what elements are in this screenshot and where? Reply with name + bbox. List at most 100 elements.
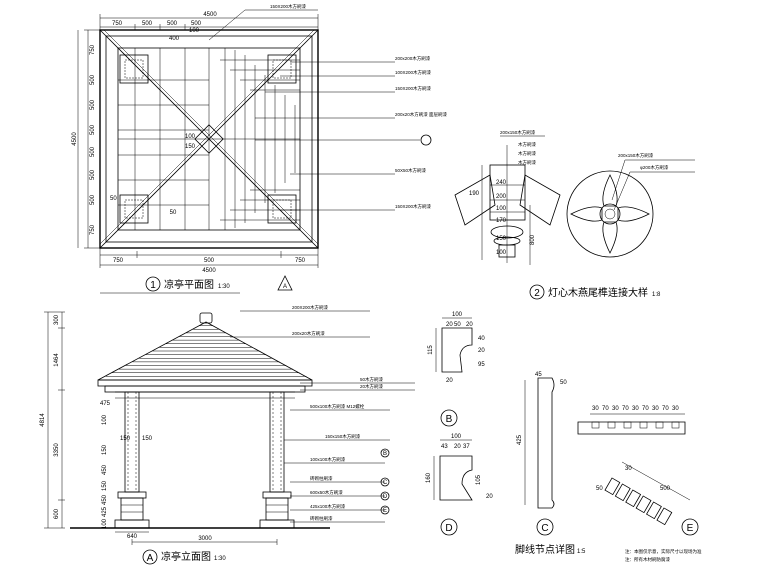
- plan-title-scale: 1:30: [218, 284, 230, 290]
- molding-c: 45 50 425 C: [517, 372, 567, 536]
- elev-dim-col: 425: [102, 506, 108, 517]
- plan-dim-left: 500: [90, 169, 96, 180]
- plan-dim-top: 500: [142, 21, 153, 27]
- elev-dim-left: 300: [54, 314, 60, 325]
- molding-d: 100 43 20 37 160 105 20 D: [426, 434, 493, 536]
- plan-inner-label: 150: [185, 144, 196, 150]
- elev-note: 500x100木方刷漆 M12螺栓: [310, 403, 365, 410]
- molding-e-notch: [655, 421, 664, 429]
- molding-b-dim: 20: [466, 322, 473, 328]
- plan-inner-label: 100: [185, 134, 196, 140]
- elev-note: 砖砌柱刷漆: [310, 515, 333, 522]
- elev-dim-bottom: 3000: [198, 536, 212, 542]
- molding-b-dim: 115: [428, 345, 434, 355]
- plan-dim-overall-bottom: 4500: [202, 268, 216, 274]
- detail2-dim: 190: [469, 191, 480, 197]
- plan-note: 150X200木方刷漆: [395, 203, 432, 210]
- plan-note: 100X200木方刷漆: [395, 69, 432, 76]
- molding-e-side: 30: [625, 466, 632, 472]
- molding-b-side: 20: [478, 348, 485, 354]
- molding-d-label: D: [445, 523, 452, 534]
- molding-c-dim: 425: [517, 434, 523, 445]
- molding-e-dim: 30: [592, 406, 599, 412]
- plan-dim-inner: 400: [169, 36, 180, 42]
- molding-e-blocks: [604, 477, 673, 526]
- molding-d-dim: 37: [463, 444, 470, 450]
- elev-dim-col: 450: [102, 464, 108, 475]
- molding-details: 100 20 50 20 115 40 20 95 20 B 100 43 20…: [426, 312, 702, 563]
- elev-title-number: A: [147, 553, 154, 564]
- molding-e-dim: 30: [652, 406, 659, 412]
- molding-e-notch: [671, 421, 680, 429]
- elev-title-scale: 1:30: [214, 556, 226, 562]
- molding-b-dim: 20: [446, 322, 453, 328]
- molding-e-label-group: E: [681, 518, 699, 536]
- molding-e-dimline: [621, 461, 691, 501]
- detail2-dim: 200: [496, 194, 507, 200]
- molding-e-block: [635, 495, 652, 514]
- molding-d-side: 160: [426, 472, 432, 483]
- molding-e-block: [614, 483, 631, 502]
- plan-dim-bottom: 500: [204, 258, 215, 264]
- molding-b: 100 20 50 20 115 40 20 95 20 B: [428, 312, 485, 427]
- detail-2: 200x150木方刷漆 木方刷漆 木方刷漆 木方刷漆 190 240 200 1…: [454, 129, 695, 300]
- elev-dim-left: 4814: [40, 413, 46, 427]
- plan-dim-left: 500: [90, 99, 96, 110]
- detail2-note: 木方刷漆: [518, 150, 536, 157]
- plan-title-number: 1: [150, 280, 156, 291]
- plan-note: 200x200木方刷漆: [395, 55, 431, 62]
- molding-e-side: 50: [596, 486, 603, 492]
- elev-dim-col: 150: [102, 480, 108, 491]
- plan-dim-left: 500: [90, 74, 96, 85]
- elevation-title: A 凉亭立面图 1:30: [142, 549, 226, 565]
- plan-dim-top: 500: [191, 21, 202, 27]
- molding-e-block: [646, 501, 662, 520]
- molding-b-dim: 100: [452, 312, 463, 318]
- plan-dim-top: 750: [112, 21, 123, 27]
- elev-dim-col: 150: [120, 436, 131, 442]
- elev-dim-col: 450: [102, 494, 108, 505]
- detail2-dim: 240: [496, 180, 507, 186]
- detail2-title-scale: 1:8: [652, 292, 661, 298]
- detail2-side-dim: 800: [530, 234, 536, 245]
- molding-e-dim: 70: [642, 406, 649, 412]
- detail2-title-number: 2: [534, 288, 540, 299]
- molding-e-strip: [577, 421, 686, 435]
- plan-dim-overall-top: 4500: [203, 12, 217, 18]
- molding-title-text: 脚线节点详图: [515, 543, 575, 556]
- elev-dim-col: 150: [142, 436, 153, 442]
- plan-dim-left: 500: [90, 146, 96, 157]
- detail2-note-right: 200x150木方刷漆: [618, 152, 654, 159]
- detail2-dim: 150: [496, 236, 507, 242]
- molding-c-dim: 50: [560, 380, 567, 386]
- plan-note: 200x20木方刷漆 面层刷漆: [395, 111, 448, 118]
- detail2-top-label: 200x150木方刷漆: [500, 129, 536, 136]
- molding-b-dim: 50: [454, 322, 461, 328]
- molding-note: 注：所有木材刷防腐漆: [625, 556, 670, 563]
- elevation-notes: 200X200木方刷漆 200x20木方刷漆 50木方刷漆 20木方刷漆 500…: [230, 304, 415, 523]
- plan-dim-left: 750: [90, 224, 96, 235]
- elev-dim-left: 600: [54, 508, 60, 519]
- elev-dim-col: 100: [102, 414, 108, 425]
- molding-e-dim: 70: [662, 406, 669, 412]
- elev-note: 425x100木方刷漆: [310, 503, 346, 510]
- molding-e-notch: [591, 421, 600, 429]
- elev-dim-col: 150: [102, 444, 108, 455]
- plan-title: 1 凉亭平面图 1:30 A: [100, 275, 293, 294]
- molding-c-dim: 45: [535, 372, 542, 378]
- elev-dim-col: 475: [100, 401, 111, 407]
- elev-dim-left: 1464: [54, 353, 60, 367]
- molding-e-notch: [623, 421, 632, 429]
- plan-dim-bottom: 750: [113, 258, 124, 264]
- molding-d-dim: 100: [451, 434, 462, 440]
- elev-dim-col: 100: [102, 518, 108, 529]
- molding-title-scale: 1:5: [577, 549, 586, 555]
- molding-b-side: 95: [478, 362, 485, 368]
- column-base-left: [114, 491, 150, 529]
- molding-e-side: 500: [660, 486, 671, 492]
- plan-dim-bottom: 750: [295, 258, 306, 264]
- plan-dim-top: 500: [167, 21, 178, 27]
- molding-b-label: B: [446, 414, 453, 425]
